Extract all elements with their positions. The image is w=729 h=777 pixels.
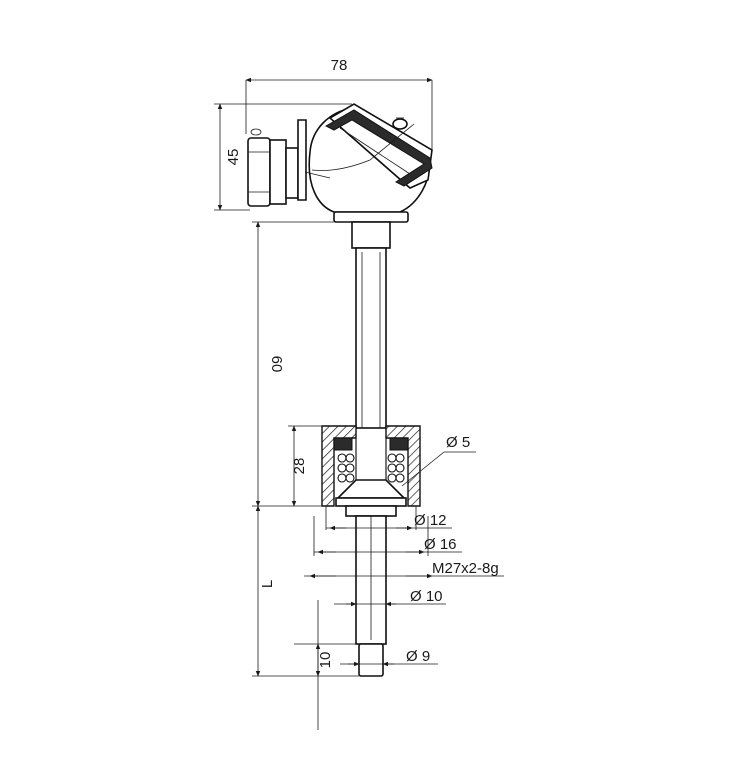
cable-gland [247,119,307,207]
dim-length-L: L [259,580,276,588]
dim-thread-m27: M27x2-8g [432,560,499,577]
spring-right [387,453,405,483]
dim-width-78: 78 [331,57,348,74]
compression-fitting [321,425,421,507]
head-body [304,107,430,213]
dim-dia-5: Ø 5 [446,434,470,451]
lower-sheath [345,505,397,677]
dim-height-45: 45 [225,149,242,166]
dim-dia-9: Ø 9 [406,648,430,665]
spring-left [337,453,355,483]
dim-length-10: 10 [317,652,334,669]
dim-dia-16: Ø 16 [424,536,457,553]
protection-tube [355,247,387,429]
head-lid [324,103,433,189]
dim-length-60: 60 [268,356,285,373]
dimension-lines [214,77,504,730]
dim-dia-12: Ø 12 [414,512,447,529]
head-neck [333,211,409,249]
dim-dia-10: Ø 10 [410,588,443,605]
dim-length-28: 28 [291,458,308,475]
connection-head [247,103,433,249]
